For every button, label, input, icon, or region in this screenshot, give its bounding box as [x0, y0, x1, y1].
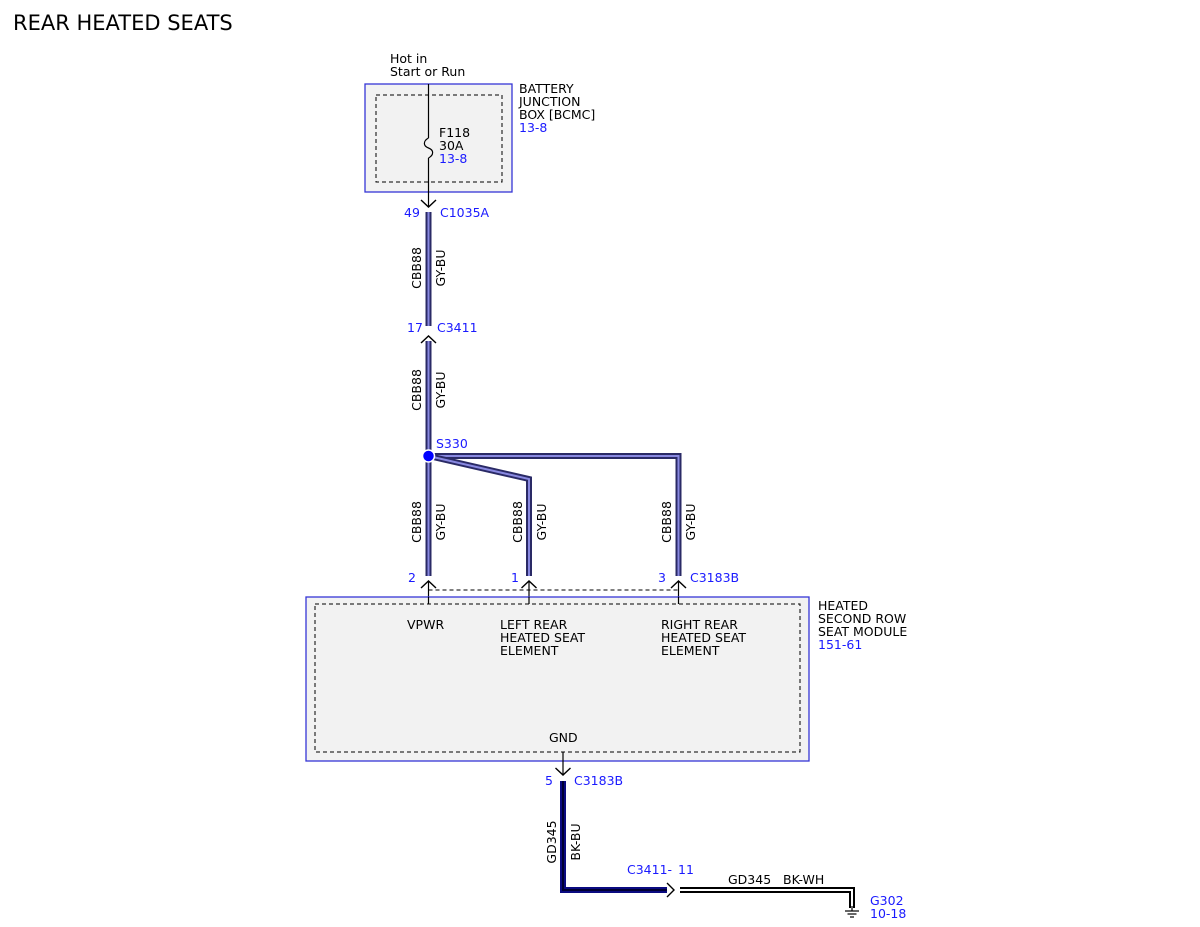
- c1035a-connector-icon: [420, 199, 437, 208]
- battery-junction-box-inner: [375, 94, 503, 183]
- c3411-top-name: C3411: [437, 320, 478, 335]
- bjb-label-line2: JUNCTION: [518, 94, 580, 109]
- fuse-symbol: [423, 137, 434, 159]
- fuse-ref: 13-8: [439, 151, 467, 166]
- c3411-top-pin: 17: [407, 320, 423, 335]
- seat-module-label-line1: HEATED: [818, 598, 868, 613]
- c1035a-name: C1035A: [440, 205, 490, 220]
- wire-ground-vertical-color: BK-BU: [568, 823, 583, 860]
- c3183b-pin2: 2: [408, 570, 416, 585]
- splice-name: S330: [436, 436, 468, 451]
- wire-main-upper-color: GY-BU: [433, 249, 448, 286]
- ground-name: G302: [870, 893, 904, 908]
- c3183b-gnd-connector-icon: [555, 767, 571, 776]
- seat-module-label-line2: SECOND ROW: [818, 611, 906, 626]
- battery-junction-box: [364, 83, 513, 193]
- c3411-top-connector-icon: [420, 335, 437, 344]
- seat-module-label-line3: SEAT MODULE: [818, 624, 907, 639]
- wire-ground-horizontal-circuit: GD345: [728, 872, 771, 887]
- wire-right-branch-circuit: CBB88: [659, 501, 674, 543]
- right-element-line3: ELEMENT: [661, 643, 720, 658]
- c3411-bottom-connector-icon: [666, 882, 675, 898]
- bjb-label-line1: BATTERY: [519, 81, 574, 96]
- wire-right-branch: [428, 453, 682, 576]
- wire-ground-horizontal: [680, 887, 855, 908]
- bjb-label-line3: BOX [BCMC]: [519, 107, 595, 122]
- gnd-label: GND: [549, 730, 578, 745]
- right-element-line1: RIGHT REAR: [661, 617, 738, 632]
- c3183b-pin3: 3: [658, 570, 666, 585]
- wire-ground-vertical-circuit: GD345: [544, 820, 559, 863]
- wire-main-middle-circuit: CBB88: [409, 369, 424, 411]
- fuse-rating: 30A: [439, 138, 464, 153]
- wire-main-lower-circuit: CBB88: [409, 501, 424, 543]
- diagram-title: REAR HEATED SEATS: [13, 11, 233, 35]
- seat-module-ref: 151-61: [818, 637, 862, 652]
- bjb-ref: 13-8: [519, 120, 547, 135]
- splice-s330-dot: [421, 449, 436, 463]
- wire-main-lower-color: GY-BU: [433, 503, 448, 540]
- c3183b-gnd-pin: 5: [545, 773, 553, 788]
- power-source-line2: Start or Run: [390, 64, 465, 79]
- seat-module-box: [305, 596, 810, 762]
- power-source-line1: Hot in: [390, 51, 427, 66]
- wire-left-branch-color: GY-BU: [534, 503, 549, 540]
- wire-main-upper-circuit: CBB88: [409, 247, 424, 289]
- left-element-line1: LEFT REAR: [500, 617, 568, 632]
- left-element-line2: HEATED SEAT: [500, 630, 585, 645]
- vpwr-label: VPWR: [407, 617, 444, 632]
- seat-module-inner: [314, 603, 801, 753]
- c3183b-pin1: 1: [511, 570, 519, 585]
- c3183b-gnd-name: C3183B: [574, 773, 623, 788]
- c3411-bottom-pin: 11: [678, 862, 694, 877]
- c3411-bottom-name: C3411-: [627, 862, 672, 877]
- wire-main-middle-color: GY-BU: [433, 371, 448, 408]
- c1035a-pin: 49: [404, 205, 420, 220]
- ground-symbol-icon: [845, 906, 859, 918]
- right-element-line2: HEATED SEAT: [661, 630, 746, 645]
- wire-left-branch-circuit: CBB88: [510, 501, 525, 543]
- wire-ground-horizontal-color: BK-WH: [783, 872, 824, 887]
- ground-ref: 10-18: [870, 906, 906, 921]
- c3183b-name: C3183B: [690, 570, 739, 585]
- fuse-name: F118: [439, 125, 470, 140]
- wire-right-branch-color: GY-BU: [683, 503, 698, 540]
- left-element-line3: ELEMENT: [500, 643, 559, 658]
